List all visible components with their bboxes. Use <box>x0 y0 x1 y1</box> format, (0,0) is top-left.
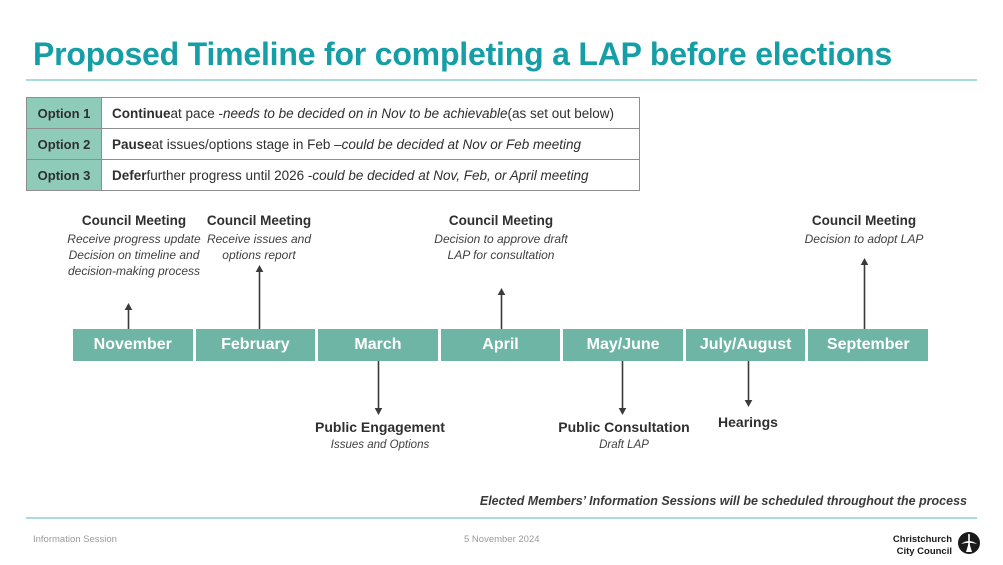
timeline-bar: November February March April May/June J… <box>73 329 929 361</box>
annotation-november-council-meeting: Council Meeting Receive progress update … <box>48 213 220 279</box>
annotation-april-council-meeting: Council Meeting Decision to approve draf… <box>432 213 570 264</box>
arrow-up-april <box>497 288 506 330</box>
option-label: Option 2 <box>27 129 102 159</box>
arrow-up-february <box>255 265 264 330</box>
annotation-subtitle: Receive issues and options report <box>206 231 312 262</box>
timeline-segment-november[interactable]: November <box>73 329 193 361</box>
arrow-up-november <box>124 303 133 330</box>
option-italic: could be decided at Nov, Feb, or April m… <box>312 167 589 183</box>
annotation-title: Council Meeting <box>206 213 312 228</box>
timeline-segment-march[interactable]: March <box>318 329 438 361</box>
logo-text: Christchurch City Council <box>893 534 952 556</box>
logo-line-2: City Council <box>896 545 952 557</box>
annotation-title: Hearings <box>718 414 778 430</box>
annotation-title: Council Meeting <box>81 213 187 228</box>
footer-date: 5 November 2024 <box>464 534 540 545</box>
option-lead: Defer <box>112 167 147 183</box>
footer-left-label: Information Session <box>33 534 117 545</box>
arrow-down-march <box>374 361 383 415</box>
page-title: Proposed Timeline for completing a LAP b… <box>33 36 893 72</box>
annotation-september-council-meeting: Council Meeting Decision to adopt LAP <box>786 213 942 248</box>
annotation-subtitle: Receive progress update Decision on time… <box>67 231 201 278</box>
option-mid: further progress until 2026 - <box>146 167 313 183</box>
option-label: Option 1 <box>27 98 102 128</box>
timeline-segment-julyaugust[interactable]: July/August <box>685 329 806 361</box>
option-lead: Pause <box>112 136 152 152</box>
logo-line-1: Christchurch <box>892 534 952 546</box>
annotation-julyaugust-hearings: Hearings <box>688 413 808 431</box>
annotation-title: Public Consultation <box>558 419 690 435</box>
option-tail: (as set out below) <box>507 105 615 121</box>
option-italic: could be decided at Nov or Feb meeting <box>341 136 582 152</box>
option-description: Pause at issues/options stage in Feb – c… <box>102 129 639 159</box>
option-mid: at issues/options stage in Feb – <box>151 136 342 152</box>
footer-divider <box>26 517 977 519</box>
annotation-subtitle: Decision to approve draft LAP for consul… <box>434 231 568 262</box>
table-row: Option 3 Defer further progress until 20… <box>27 160 639 190</box>
title-divider <box>26 79 977 81</box>
council-emblem-icon <box>957 531 981 560</box>
timeline-segment-mayjune[interactable]: May/June <box>563 329 683 361</box>
annotation-february-council-meeting: Council Meeting Receive issues and optio… <box>188 213 330 264</box>
option-lead: Continue <box>112 105 171 121</box>
option-italic: needs to be decided on in Nov to be achi… <box>223 105 508 121</box>
annotation-march-public-engagement: Public Engagement Issues and Options <box>312 418 448 453</box>
arrow-up-september <box>860 258 869 330</box>
table-row: Option 2 Pause at issues/options stage i… <box>27 129 639 160</box>
arrow-down-julyaugust <box>744 361 753 407</box>
annotation-subtitle: Draft LAP <box>599 439 649 452</box>
timeline-segment-april[interactable]: April <box>440 329 561 361</box>
option-description: Continue at pace - needs to be decided o… <box>102 98 639 128</box>
christchurch-city-council-logo: Christchurch City Council <box>893 531 981 560</box>
annotation-subtitle: Issues and Options <box>330 439 430 452</box>
option-mid: at pace - <box>170 105 224 121</box>
options-table: Option 1 Continue at pace - needs to be … <box>26 97 640 191</box>
annotation-title: Public Engagement <box>315 419 445 435</box>
footer-note: Elected Members’ Information Sessions wi… <box>479 494 967 508</box>
timeline-segment-september[interactable]: September <box>808 329 929 361</box>
table-row: Option 1 Continue at pace - needs to be … <box>27 98 639 129</box>
arrow-down-mayjune <box>618 361 627 415</box>
timeline-segment-february[interactable]: February <box>195 329 316 361</box>
option-description: Defer further progress until 2026 - coul… <box>102 160 639 190</box>
annotation-title: Council Meeting <box>811 213 917 228</box>
annotation-subtitle: Decision to adopt LAP <box>804 231 924 246</box>
option-label: Option 3 <box>27 160 102 190</box>
annotation-title: Council Meeting <box>448 213 554 228</box>
annotation-mayjune-public-consultation: Public Consultation Draft LAP <box>556 418 692 453</box>
